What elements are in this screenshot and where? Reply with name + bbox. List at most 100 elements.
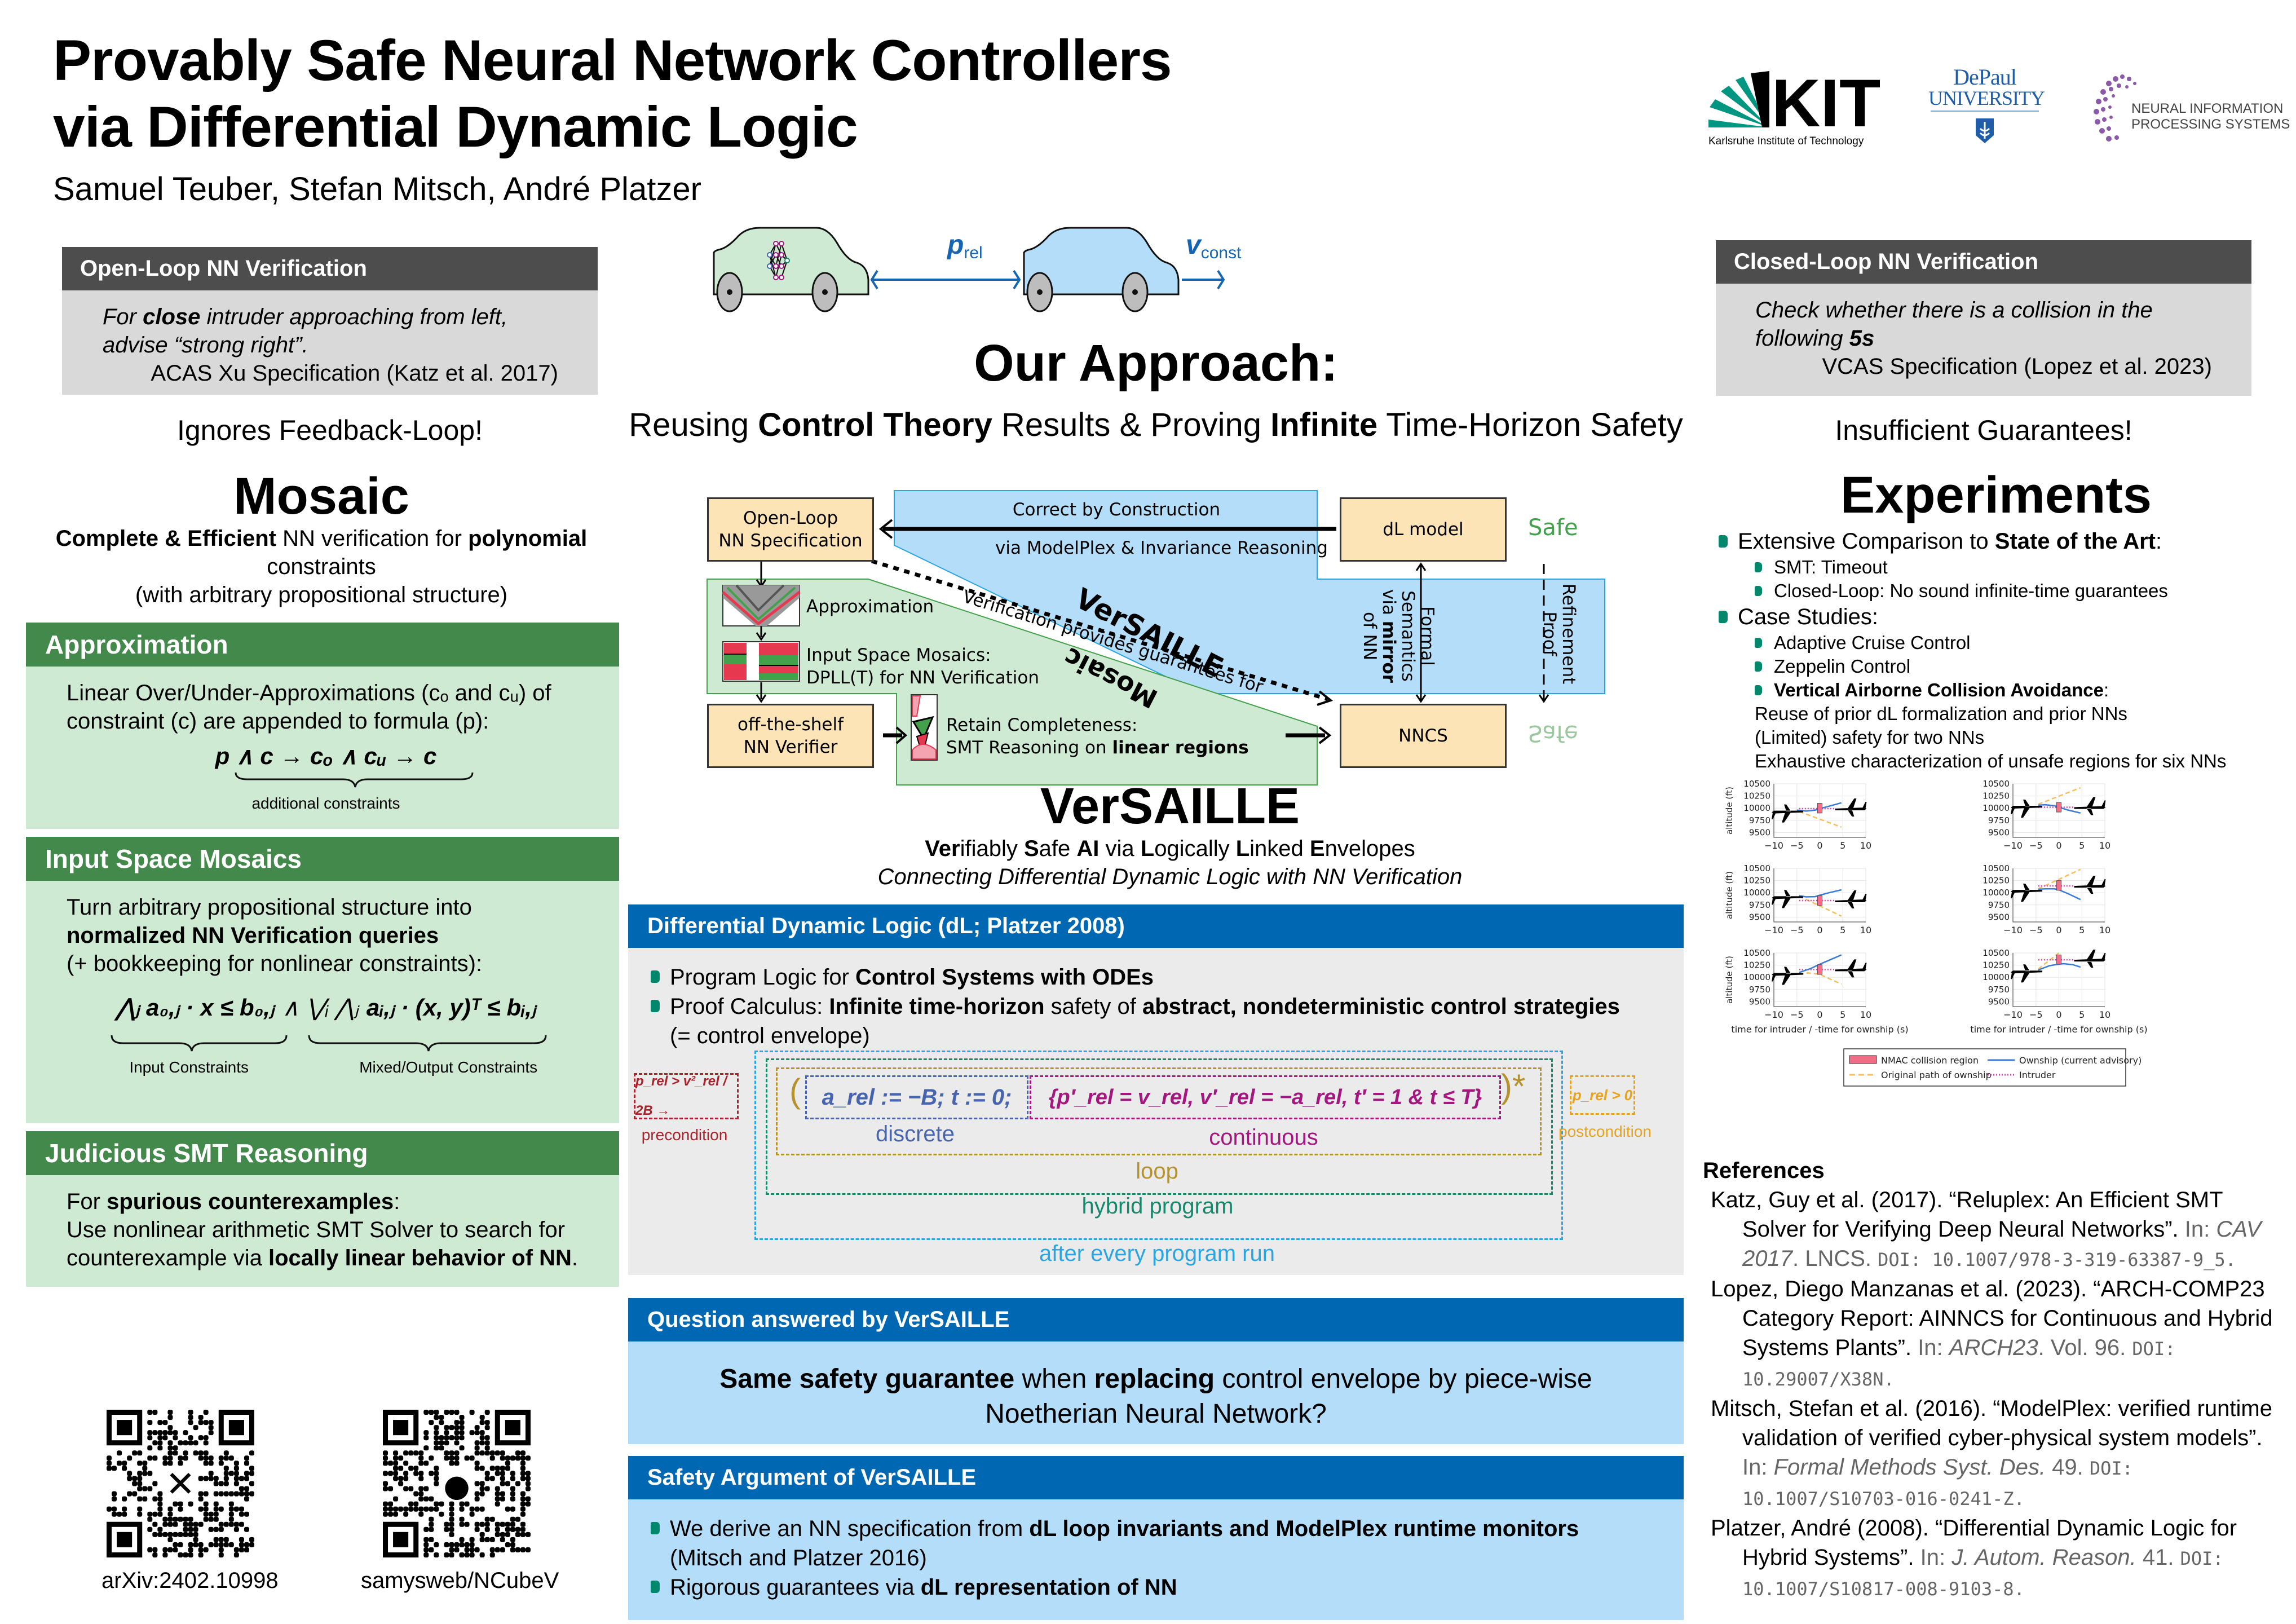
question-part: replacing bbox=[1094, 1364, 1215, 1394]
y-tick-label: 9500 bbox=[1988, 827, 2010, 837]
x-tick-label: −5 bbox=[2029, 840, 2043, 851]
neurips-line-1: NEURAL INFORMATION bbox=[2131, 101, 2283, 116]
reference-in: In: bbox=[1914, 1545, 1952, 1570]
original-path-line bbox=[1799, 972, 1842, 985]
after-every-run-label: after every program run bbox=[1039, 1241, 1275, 1266]
closed-loop-box: Closed-Loop NN Verification Check whethe… bbox=[1716, 240, 2251, 396]
approach-subtitle-part: Control Theory bbox=[758, 407, 992, 443]
qr-code-arxiv-icon[interactable]: ✕ bbox=[107, 1410, 254, 1557]
authors: Samuel Teuber, Stefan Mitsch, André Plat… bbox=[53, 171, 701, 208]
approach-subtitle-part: Time-Horizon Safety bbox=[1377, 407, 1683, 443]
ego-car-icon bbox=[713, 227, 869, 312]
versaille-acronym-part: inked bbox=[1249, 836, 1310, 861]
versaille-acronym-part: afe bbox=[1039, 836, 1077, 861]
qr-github[interactable]: ● samysweb/NCubeV bbox=[361, 1410, 559, 1594]
experiments-item-case-studies: Case Studies: bbox=[1719, 603, 2288, 631]
approximation-thumbnail-icon bbox=[722, 584, 801, 626]
legend-label: Intruder bbox=[2019, 1070, 2056, 1080]
axis-line bbox=[2012, 784, 2105, 838]
versaille-acronym-part: L bbox=[1140, 836, 1155, 861]
ownship-line bbox=[1799, 954, 1842, 973]
original-path-line bbox=[1799, 811, 1842, 828]
ownship-aircraft-icon bbox=[1772, 890, 1804, 908]
kit-wordmark: KIT bbox=[1772, 67, 1880, 141]
legend-label: NMAC collision region bbox=[1881, 1055, 1979, 1066]
intruder-aircraft-icon bbox=[2074, 797, 2106, 815]
mosaic-header: Mosaic Complete & Efficient NN verificat… bbox=[23, 468, 620, 609]
vcas-detail-3: Exhaustive characterization of unsafe re… bbox=[1755, 751, 2227, 771]
p-rel-label: prel bbox=[946, 230, 983, 262]
versaille-title: VerSAILLE bbox=[1040, 778, 1300, 835]
x-tick-label: 10 bbox=[1860, 840, 1871, 851]
approximation-step-label: Approximation bbox=[806, 597, 934, 617]
experiments-sub-vcas: Vertical Airborne Collision Avoidance: bbox=[1755, 678, 2288, 702]
versaille-diagram: Open-Loop NN Specification dL model off-… bbox=[705, 485, 1635, 789]
smt-line-3: counterexample via locally linear behavi… bbox=[67, 1246, 579, 1270]
x-tick-label: −5 bbox=[2029, 925, 2043, 935]
reference-venue: J. Autom. Reason. bbox=[1951, 1545, 2136, 1570]
reference-in: In: bbox=[2178, 1217, 2216, 1242]
nmac-region bbox=[1817, 895, 1822, 906]
input-space-step-label: Input Space Mosaics:DPLL(T) for NN Verif… bbox=[806, 645, 1039, 688]
input-space-mosaic-thumbnail-icon bbox=[722, 641, 800, 682]
x-tick-label: −5 bbox=[1790, 925, 1804, 935]
x-tick-label: −5 bbox=[1790, 1009, 1804, 1020]
input-space-formula: ⋀ⱼ a₀,ⱼ · x ≤ b₀,ⱼ ∧ ⋁ᵢ ⋀ⱼ aᵢ,ⱼ · (x, y)… bbox=[116, 994, 536, 1021]
x-tick-label: 10 bbox=[2099, 840, 2110, 851]
reference-volume: . LNCS. bbox=[1792, 1246, 1878, 1271]
ownship-aircraft-icon bbox=[2011, 800, 2043, 818]
y-tick-label: 9750 bbox=[1988, 900, 2010, 910]
intruder-aircraft-icon bbox=[1835, 798, 1867, 817]
reference-in: In: bbox=[1911, 1335, 1949, 1360]
versaille-acronym-part: ifiably bbox=[960, 836, 1024, 861]
depaul-university: University bbox=[1928, 87, 2045, 109]
continuous-box: {p′_rel = v_rel, v′_rel = −a_rel, t′ = 1… bbox=[1030, 1075, 1501, 1119]
qr-arxiv[interactable]: ✕ arXiv:2402.10998 bbox=[101, 1410, 279, 1594]
original-path-line bbox=[2038, 952, 2060, 970]
nmac-region bbox=[2056, 954, 2061, 965]
reference-venue: CAV 2017 bbox=[1742, 1217, 2262, 1271]
after-every-run-box bbox=[754, 1051, 1563, 1240]
open-loop-spec-box: Open-Loop NN Specification bbox=[707, 497, 874, 562]
reference-title: Mitsch, Stefan et al. (2016). “ModelPlex… bbox=[1711, 1396, 2272, 1450]
ownship-aircraft-icon bbox=[2011, 964, 2043, 983]
approximation-box: Approximation Linear Over/Under-Approxim… bbox=[26, 623, 619, 829]
x-tick-label: 0 bbox=[1817, 1009, 1822, 1020]
qr-code-github-icon[interactable]: ● bbox=[383, 1410, 531, 1557]
closed-loop-header: Closed-Loop NN Verification bbox=[1716, 240, 2251, 284]
y-tick-label: 10250 bbox=[1982, 876, 2010, 886]
y-tick-label: 9500 bbox=[1988, 996, 2010, 1007]
input-space-line-2: normalized NN Verification queries bbox=[67, 923, 439, 948]
legend-label: Original path of ownship bbox=[1881, 1070, 1992, 1080]
versaille-block: VerSAILLE Verifiably Safe AI via Logical… bbox=[705, 778, 1635, 891]
open-loop-box: Open-Loop NN Verification For close intr… bbox=[62, 247, 598, 395]
ownship-aircraft-icon bbox=[2011, 884, 2043, 902]
intruder-aircraft-icon bbox=[1835, 890, 1867, 908]
references-title: References bbox=[1703, 1158, 1825, 1183]
linear-regions-thumbnail-icon bbox=[911, 694, 938, 761]
closed-loop-text: Check whether there is a collision in th… bbox=[1755, 298, 2153, 351]
neurips-logo: NEURAL INFORMATION PROCESSING SYSTEMS bbox=[2086, 67, 2295, 151]
x-tick-label: 5 bbox=[1840, 925, 1845, 935]
y-tick-label: 10500 bbox=[1982, 779, 2010, 789]
experiments-sub-closed-loop: Closed-Loop: No sound infinite-time guar… bbox=[1755, 579, 2288, 603]
y-tick-label: 9750 bbox=[1749, 900, 1770, 910]
y-tick-label: 10000 bbox=[1743, 972, 1770, 982]
approach-subtitle-part: Results & Proving bbox=[992, 407, 1271, 443]
x-tick-label: 5 bbox=[1840, 1009, 1845, 1020]
smt-line-1: For spurious counterexamples: bbox=[67, 1189, 400, 1214]
dl-section: Differential Dynamic Logic (dL; Platzer … bbox=[628, 904, 1684, 1285]
question-part: Same safety guarantee bbox=[719, 1364, 1015, 1394]
y-tick-label: 10250 bbox=[1982, 960, 2010, 970]
retain-completeness-label: Retain Completeness:SMT Reasoning on lin… bbox=[946, 715, 1249, 758]
x-tick-label: 10 bbox=[1860, 925, 1871, 935]
question-section: Question answered by VerSAILLE Same safe… bbox=[628, 1298, 1684, 1444]
y-axis-label: altitude (ft) bbox=[1724, 871, 1734, 919]
closed-loop-body: Check whether there is a collision in th… bbox=[1716, 284, 2251, 398]
x-tick-label: −10 bbox=[1764, 1009, 1783, 1020]
experiments-title: Experiments bbox=[1840, 466, 2152, 524]
safety-argument-section: Safety Argument of VerSAILLE We derive a… bbox=[628, 1456, 1684, 1620]
versaille-acronym-part: L bbox=[1235, 836, 1250, 861]
question-body: Same safety guarantee when replacing con… bbox=[628, 1341, 1684, 1444]
diagram-background bbox=[707, 490, 1605, 785]
